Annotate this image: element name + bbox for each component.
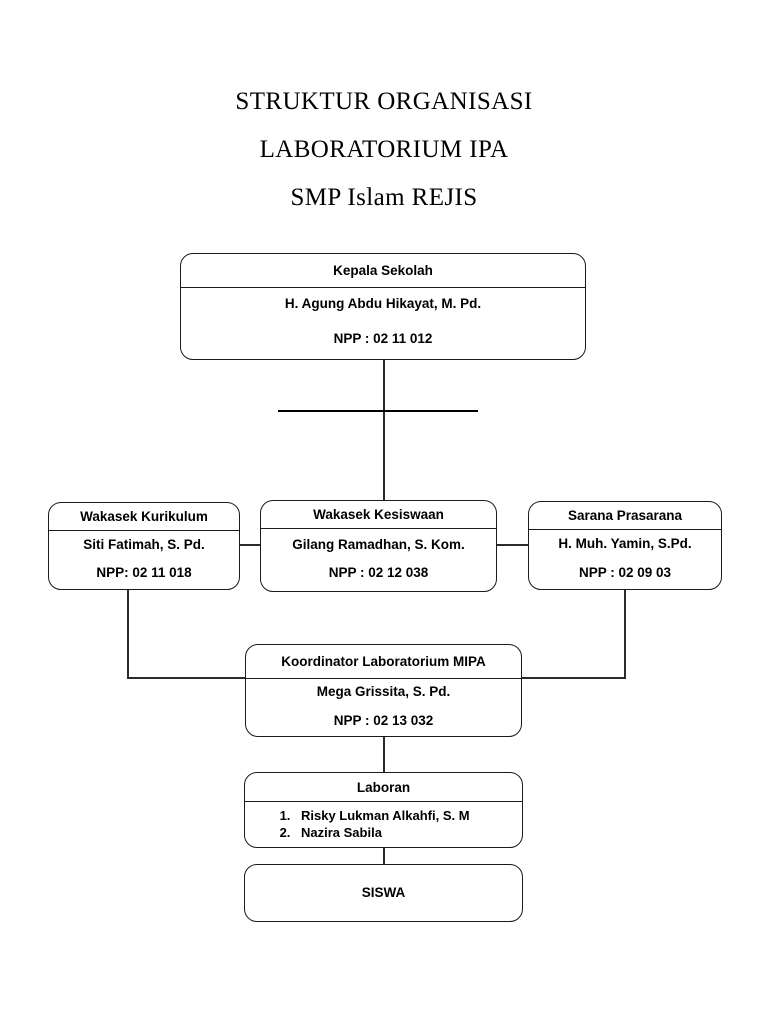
connector-koordinator-to-laboran	[383, 737, 385, 773]
node-laboran-header: Laboran	[245, 773, 522, 802]
node-wakasek-kesiswaan-header: Wakasek Kesiswaan	[261, 501, 496, 529]
title-line-2: LABORATORIUM IPA	[259, 136, 509, 163]
node-sarana-prasarana-header: Sarana Prasarana	[529, 502, 721, 530]
node-sarana-prasarana-npp: NPP : 02 09 03	[578, 564, 672, 580]
connector-kepala-sekolah-stem	[383, 360, 385, 502]
laboran-item-2-name: Nazira Sabila	[301, 824, 382, 840]
node-sarana-prasarana-name: H. Muh. Yamin, S.Pd.	[558, 536, 692, 552]
laboran-item-1-name: Risky Lukman Alkahfi, S. M	[301, 807, 470, 823]
node-kepala-sekolah-name: H. Agung Abdu Hikayat, M. Pd.	[284, 296, 482, 312]
node-koordinator-laboratorium-mipa: Koordinator Laboratorium MIPA Mega Griss…	[245, 644, 522, 737]
connector-kurikulum-to-koordinator	[127, 677, 246, 679]
node-laboran: Laboran 1. Risky Lukman Alkahfi, S. M 2.…	[244, 772, 523, 848]
connector-sarana-down	[624, 590, 626, 679]
node-sarana-prasarana-body: H. Muh. Yamin, S.Pd. NPP : 02 09 03	[529, 530, 721, 589]
laboran-list-item: 2. Nazira Sabila	[277, 825, 382, 842]
connector-kurikulum-down	[127, 590, 129, 679]
node-wakasek-kurikulum-name: Siti Fatimah, S. Pd.	[83, 536, 205, 552]
connector-horizontal-divider	[278, 410, 478, 412]
connector-kesiswaan-sarana	[497, 544, 529, 546]
laboran-item-1-number: 1.	[279, 807, 291, 823]
node-laboran-body: 1. Risky Lukman Alkahfi, S. M 2. Nazira …	[245, 802, 522, 847]
node-wakasek-kurikulum-npp: NPP: 02 11 018	[96, 565, 192, 580]
node-siswa-body: SISWA	[245, 865, 522, 921]
node-koordinator-npp: NPP : 02 13 032	[333, 713, 434, 728]
node-kepala-sekolah-npp: NPP : 02 11 012	[333, 330, 433, 346]
node-wakasek-kurikulum-body: Siti Fatimah, S. Pd. NPP: 02 11 018	[49, 531, 239, 589]
node-wakasek-kesiswaan-body: Gilang Ramadhan, S. Kom. NPP : 02 12 038	[261, 529, 496, 591]
node-wakasek-kesiswaan: Wakasek Kesiswaan Gilang Ramadhan, S. Ko…	[260, 500, 497, 592]
connector-kurikulum-kesiswaan	[240, 544, 261, 546]
node-kepala-sekolah-header: Kepala Sekolah	[181, 254, 585, 288]
node-wakasek-kesiswaan-npp: NPP : 02 12 038	[328, 565, 429, 580]
node-koordinator-body: Mega Grissita, S. Pd. NPP : 02 13 032	[246, 679, 521, 736]
connector-laboran-to-siswa	[383, 847, 385, 865]
node-siswa-label: SISWA	[361, 884, 406, 900]
connector-sarana-to-koordinator	[521, 677, 625, 679]
node-sarana-prasarana: Sarana Prasarana H. Muh. Yamin, S.Pd. NP…	[528, 501, 722, 590]
node-kepala-sekolah: Kepala Sekolah H. Agung Abdu Hikayat, M.…	[180, 253, 586, 360]
page-title: STRUKTUR ORGANISASI LABORATORIUM IPA SMP…	[0, 78, 768, 222]
node-wakasek-kesiswaan-name: Gilang Ramadhan, S. Kom.	[292, 536, 465, 552]
title-line-1: STRUKTUR ORGANISASI	[235, 88, 533, 115]
node-koordinator-header: Koordinator Laboratorium MIPA	[246, 645, 521, 679]
node-koordinator-name: Mega Grissita, S. Pd.	[316, 683, 451, 699]
node-wakasek-kurikulum: Wakasek Kurikulum Siti Fatimah, S. Pd. N…	[48, 502, 240, 590]
title-line-3: SMP Islam REJIS	[290, 184, 478, 211]
laboran-list-item: 1. Risky Lukman Alkahfi, S. M	[277, 808, 470, 825]
node-kepala-sekolah-body: H. Agung Abdu Hikayat, M. Pd. NPP : 02 1…	[181, 288, 585, 359]
node-wakasek-kurikulum-header: Wakasek Kurikulum	[49, 503, 239, 531]
laboran-item-2-number: 2.	[279, 824, 291, 840]
node-siswa: SISWA	[244, 864, 523, 922]
